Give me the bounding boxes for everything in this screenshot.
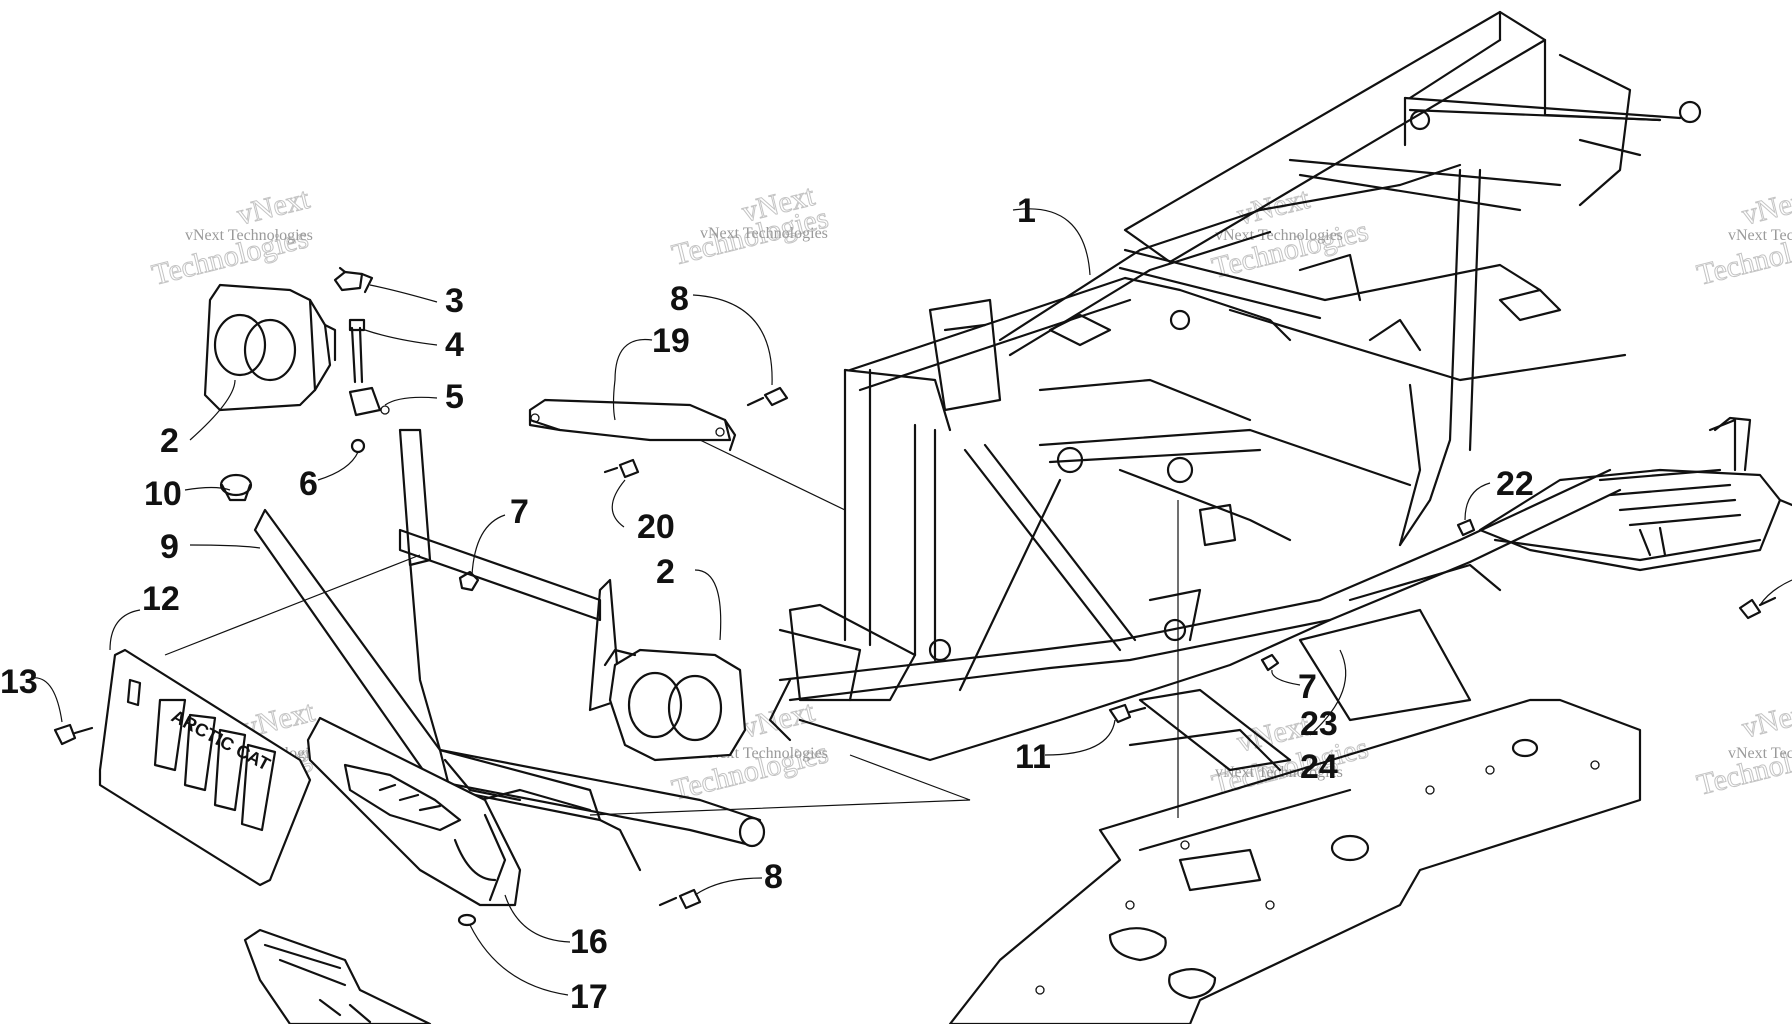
callout-4: 4 — [445, 326, 464, 364]
watermark-small: vNext Technologies — [700, 225, 828, 242]
front-bumper — [253, 428, 766, 872]
watermark-group: Technologies vNext Technologies vNext Te… — [148, 178, 1792, 807]
watermark-small: vNext Technologies — [1728, 227, 1792, 244]
callout-11: 11 — [1015, 738, 1051, 776]
lower-guard — [306, 716, 522, 907]
callout-2: 2 — [656, 553, 675, 591]
callouts: 1 2 3 4 5 2 6 10 9 7 8 19 20 12 13 7 11 … — [0, 192, 1534, 1016]
headlight-right — [603, 648, 747, 762]
callout-19: 19 — [652, 322, 690, 360]
callout-8: 8 — [764, 858, 783, 896]
watermark-top: vNext — [1739, 695, 1792, 745]
front-shield: ARCTIC CAT — [98, 648, 312, 887]
callout-24: 24 — [1300, 748, 1338, 786]
callout-16: 16 — [570, 923, 608, 961]
callout-23: 23 — [1300, 705, 1338, 743]
callout-12: 12 — [142, 580, 180, 618]
callout-10: 10 — [144, 475, 182, 513]
callout-5: 5 — [445, 378, 464, 416]
callout-3: 3 — [445, 282, 464, 320]
brush-guard — [528, 398, 737, 452]
callout-17: 17 — [570, 978, 608, 1016]
leader-lines — [31, 208, 1792, 996]
floor-strips — [1128, 563, 1502, 772]
watermark-small: vNext Technologies — [185, 227, 313, 244]
bottom-skid — [243, 928, 432, 1024]
skid-plate — [948, 698, 1642, 1024]
callout-6: 6 — [299, 465, 318, 503]
callout-13: 13 — [0, 663, 38, 701]
watermark-small: vNext Technologies — [1728, 745, 1792, 762]
callout-7: 7 — [510, 493, 529, 531]
watermark-big: Technologies — [1694, 731, 1792, 802]
callout-1: 1 — [1017, 192, 1036, 230]
callout-2: 2 — [160, 422, 179, 460]
callout-22: 22 — [1496, 465, 1534, 503]
watermark-top: vNext — [1739, 182, 1792, 232]
main-frame — [768, 10, 1702, 762]
headlight-left — [203, 283, 337, 412]
callout-7: 7 — [1298, 668, 1317, 706]
watermark-small: vNext Technologies — [1215, 227, 1343, 244]
footwell — [1478, 416, 1792, 572]
callout-9: 9 — [160, 528, 179, 566]
callout-8: 8 — [670, 280, 689, 318]
callout-20: 20 — [637, 508, 675, 546]
